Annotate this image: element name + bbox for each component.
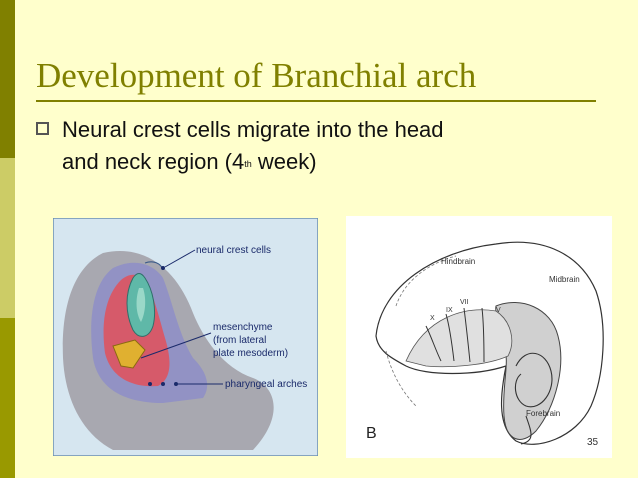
sidebar-segment-bottom (0, 318, 15, 478)
label-nerve-x: X (430, 315, 435, 322)
embryo-brain-nerves-figure: Hindbrain Midbrain Forebrain X IX VII V … (346, 216, 612, 458)
label-midbrain: Midbrain (549, 275, 580, 284)
slide-title: Development of Branchial arch (36, 56, 477, 95)
label-pharyngeal-arches: pharyngeal arches (225, 379, 307, 390)
label-mesenchyme: mesenchyme (213, 322, 273, 333)
sidebar-segment-middle (0, 158, 15, 318)
label-mesenchyme-line2: (from lateral (213, 335, 266, 346)
bullet-line-2-suffix: week) (251, 149, 317, 174)
label-neural-crest-cells: neural crest cells (196, 245, 271, 256)
square-bullet-icon (36, 122, 49, 135)
bullet-text: Neural crest cells migrate into the head… (62, 114, 602, 178)
label-forebrain: Forebrain (526, 409, 560, 418)
label-mesenchyme-line3: plate mesoderm) (213, 348, 288, 359)
panel-letter-b: B (366, 425, 377, 442)
label-nerve-ix: IX (446, 307, 453, 314)
page-number: 35 (587, 437, 599, 448)
bullet-superscript: th (244, 159, 252, 169)
sidebar-segment-top (0, 0, 15, 158)
title-divider (36, 100, 596, 102)
label-nerve-v: V (496, 307, 501, 314)
label-hindbrain: Hindbrain (441, 257, 475, 266)
slide-sidebar (0, 0, 15, 478)
bullet-line-2-prefix: and neck region (4 (62, 149, 245, 174)
bullet-line-1: Neural crest cells migrate into the head (62, 117, 444, 142)
embryo-neural-crest-figure: neural crest cells mesenchyme (from late… (53, 218, 318, 456)
label-nerve-vii: VII (460, 299, 469, 306)
